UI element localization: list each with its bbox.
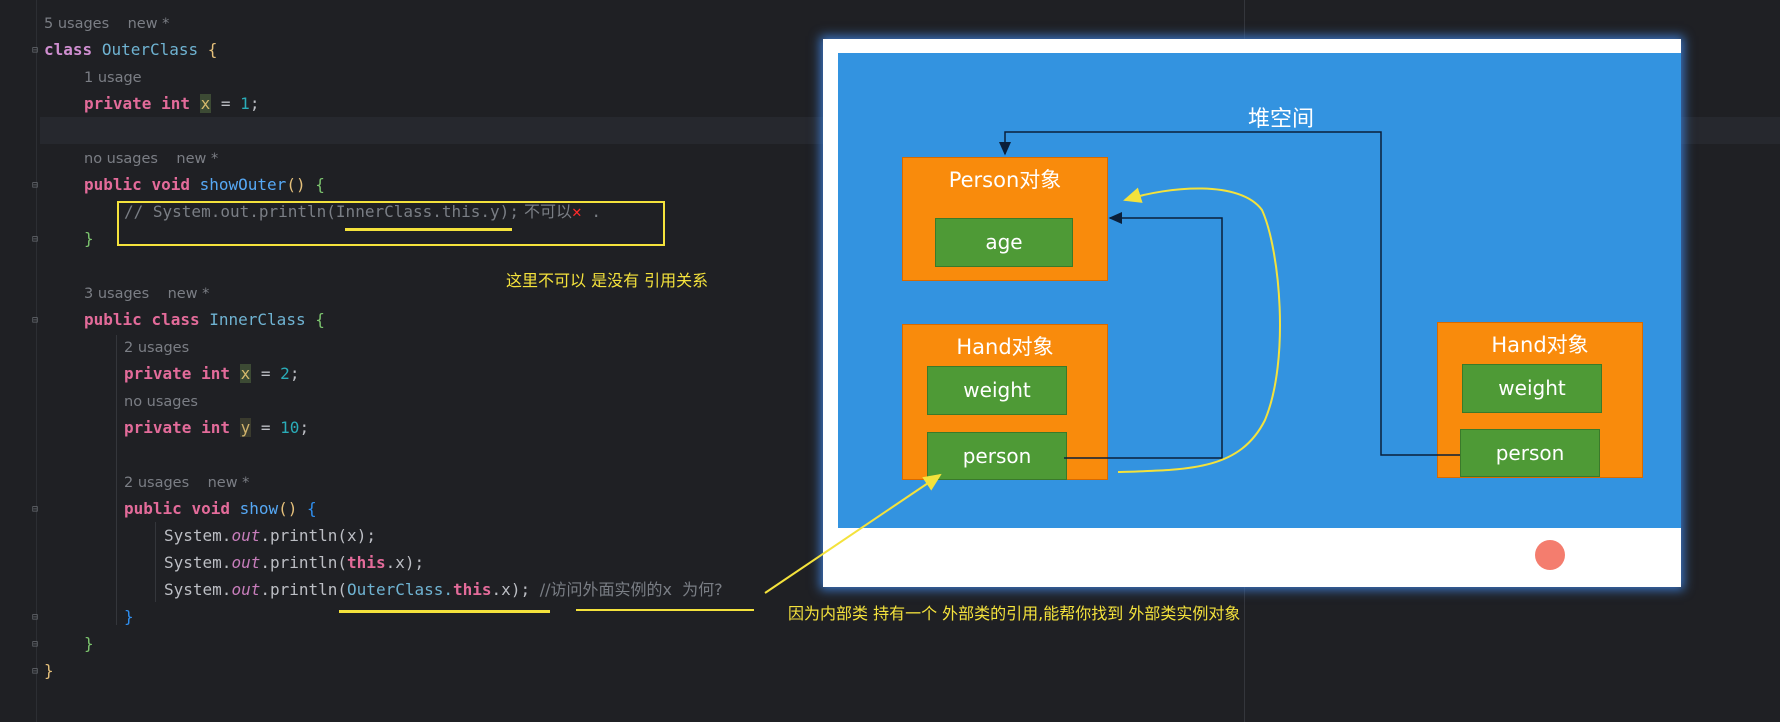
hand-object-title: Hand对象 [956,335,1054,359]
annotation-box [117,201,665,246]
weight-field: weight [1462,364,1602,413]
usage-hint[interactable]: 2 usages new * [124,475,250,491]
hand-object-left: Hand对象 weight person [902,324,1108,480]
person-field: person [1460,429,1600,477]
fold-marker-icon[interactable]: ⊟ [31,180,39,191]
code-line[interactable]: } [44,661,54,680]
code-line[interactable]: public void showOuter() { [84,175,325,194]
usage-hint[interactable]: 3 usages new * [84,286,210,302]
fold-marker-icon[interactable]: ⊟ [31,612,39,623]
heap-diagram: 堆空间 Person对象 age Hand对象 weight person Ha… [823,39,1681,587]
code-line[interactable]: System.out.println(x); [164,526,376,545]
annotation-underline [345,228,512,231]
code-line[interactable]: public void show() { [124,499,317,518]
usage-hint[interactable]: 2 usages [124,340,190,356]
code-line[interactable]: public class InnerClass { [84,310,325,329]
fold-marker-icon[interactable]: ⊟ [31,234,39,245]
indent-guide [155,522,156,602]
code-line[interactable]: // System.out.println(InnerClass.this.y)… [124,202,601,221]
code-line[interactable]: System.out.println(OuterClass.this.x); /… [164,580,723,599]
usage-hint[interactable]: no usages [124,394,198,410]
fold-marker-icon[interactable]: ⊟ [31,315,39,326]
person-object: Person对象 age [902,157,1108,281]
code-line[interactable]: } [124,607,134,626]
indent-guide [116,335,117,625]
code-line[interactable]: System.out.println(this.x); [164,553,425,572]
age-field: age [935,218,1073,267]
gutter-divider [36,0,37,722]
code-line[interactable]: } [84,634,94,653]
code-line[interactable]: private int x = 1; [84,94,260,113]
red-cross-icon: ✕ [572,202,582,221]
fold-marker-icon[interactable]: ⊟ [31,639,39,650]
code-line[interactable]: private int y = 10; [124,418,310,437]
annotation-note: 这里不可以 是没有 引用关系 [506,271,709,290]
cursor-indicator [1535,540,1565,570]
annotation-underline [576,609,754,611]
fold-marker-icon[interactable]: ⊟ [31,45,39,56]
hand-object-title: Hand对象 [1491,333,1589,357]
code-line[interactable]: class OuterClass { [44,40,218,59]
heap-label: 堆空间 [1248,107,1315,132]
fold-marker-icon[interactable]: ⊟ [31,666,39,677]
person-object-title: Person对象 [948,168,1062,192]
person-field: person [927,432,1067,480]
usage-hint[interactable]: 5 usages new * [44,16,170,32]
annotation-underline [339,610,550,613]
code-line[interactable]: } [84,229,94,248]
usage-hint[interactable]: 1 usage [84,70,142,86]
annotation-note: 因为内部类 持有一个 外部类的引用,能帮你找到 外部类实例对象 [788,604,1241,623]
weight-field: weight [927,366,1067,415]
hand-object-right: Hand对象 weight person [1437,322,1643,478]
usage-hint[interactable]: no usages new * [84,151,219,167]
code-line[interactable]: private int x = 2; [124,364,300,383]
heap-space-area: 堆空间 Person对象 age Hand对象 weight person Ha… [838,53,1681,528]
fold-marker-icon[interactable]: ⊟ [31,504,39,515]
